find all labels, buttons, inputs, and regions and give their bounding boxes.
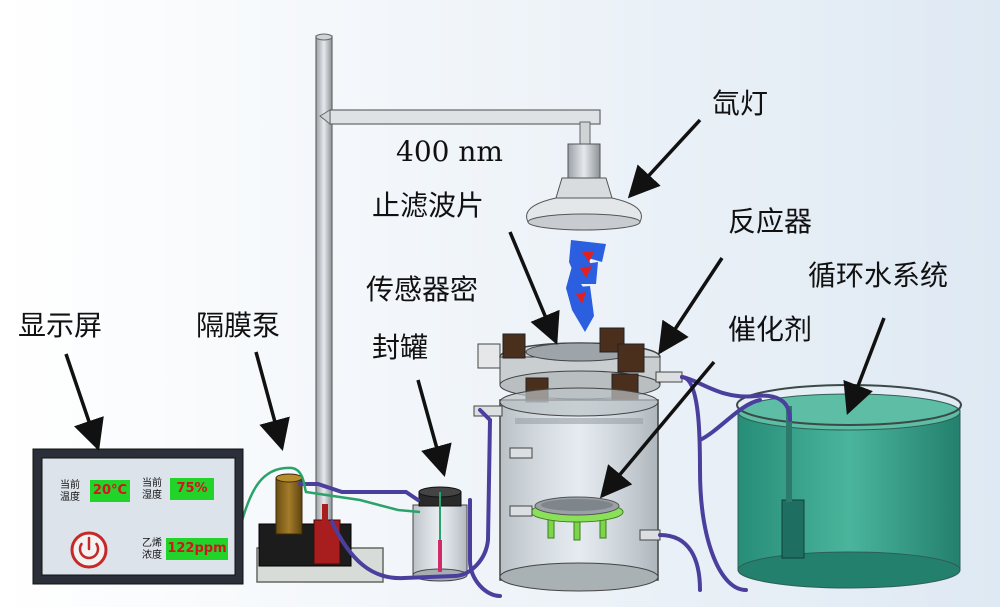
sensor-jar-label-line1: 传感器密: [366, 273, 479, 306]
light-beam: [566, 240, 606, 332]
green-signal-cable: [238, 466, 421, 529]
ethylene-value: 122ppm: [166, 538, 228, 560]
catalyst-plate: [530, 496, 624, 541]
temperature-label-1: 当前: [60, 480, 80, 491]
reactor-arrow: [658, 257, 724, 355]
display-arrow: [64, 353, 104, 451]
reactor: [473, 327, 683, 592]
leader-arrows: [64, 118, 886, 499]
tubing: [298, 375, 792, 598]
xenon-lamp: [526, 143, 642, 231]
humidity-label-1: 当前: [142, 478, 162, 489]
power-button-icon[interactable]: [70, 531, 108, 569]
catalyst-arrow: [599, 360, 716, 499]
pump-arrow: [254, 351, 290, 452]
display-label: 显示屏: [18, 309, 103, 342]
ethylene-label-2: 浓度: [142, 550, 162, 561]
humidity-value: 75%: [170, 478, 214, 500]
filter-arrow: [508, 231, 560, 345]
humidity-readout: 当前 湿度 75%: [142, 476, 222, 506]
temperature-label-2: 温度: [60, 492, 80, 503]
water-system-arrow: [843, 317, 886, 415]
filter-wavelength-label: 400 nm: [396, 135, 503, 168]
filter-label: 止滤波片: [372, 189, 485, 222]
catalyst-label: 催化剂: [728, 313, 813, 346]
humidity-label-2: 湿度: [142, 490, 162, 501]
circulating-water-label: 循环水系统: [808, 259, 949, 292]
sensor-jar-arrow: [416, 379, 452, 478]
sensor-jar-label-line2: 封罐: [372, 331, 429, 364]
temperature-value: 20°C: [90, 480, 130, 502]
water-bath: [736, 384, 962, 589]
reactor-label: 反应器: [728, 205, 813, 238]
xenon-lamp-label: 氙灯: [712, 87, 769, 120]
xenon-lamp-arrow: [627, 118, 702, 199]
sensor-jar: [412, 486, 468, 582]
temperature-readout: 当前 温度 20°C: [60, 478, 130, 508]
ethylene-readout: 乙烯 浓度 122ppm: [142, 536, 232, 566]
ethylene-label-1: 乙烯: [142, 538, 162, 549]
pump-label: 隔膜泵: [196, 309, 281, 342]
